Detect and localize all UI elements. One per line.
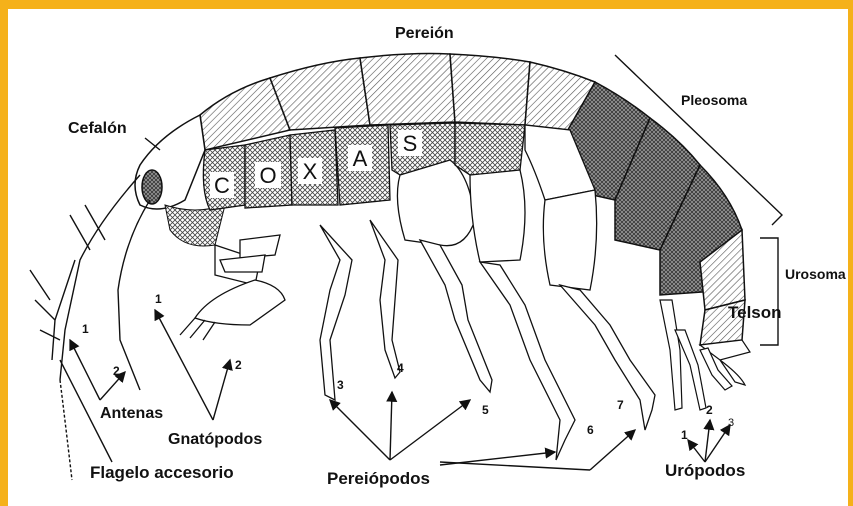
number-pereiopodo-4: 4 (397, 361, 404, 375)
number-pereiopodo-7: 7 (617, 398, 624, 412)
number-pereiopodo-3: 3 (337, 378, 344, 392)
label-urosoma: Urosoma (785, 266, 846, 282)
coxa-letter-c: C (214, 173, 230, 198)
label-antenas: Antenas (100, 405, 163, 422)
pointer-lines (60, 310, 730, 470)
gnathopods (180, 235, 285, 340)
antennae (30, 175, 150, 480)
label-pereiopodos: Pereiópodos (327, 469, 430, 488)
label-telson: Telson (728, 303, 782, 322)
coxa-letter-x: X (303, 159, 318, 184)
number-pereiopodo-5: 5 (482, 403, 489, 417)
label-cefalon: Cefalón (68, 120, 127, 137)
label-pleosoma: Pleosoma (681, 92, 747, 108)
number-pereiopodo-6: 6 (587, 423, 594, 437)
number-antenna-1: 1 (82, 322, 89, 336)
label-flagelo-accesorio: Flagelo accesorio (90, 463, 234, 482)
number-uropodo-3: 3 (728, 417, 734, 429)
number-uropodo-2: 2 (706, 403, 713, 417)
coxa-letter-a: A (353, 146, 368, 171)
number-gnatopodo-1: 1 (155, 292, 162, 306)
label-pereion: Pereión (395, 25, 454, 42)
number-antenna-2: 2 (113, 364, 120, 378)
label-gnatopodos: Gnatópodos (168, 431, 262, 448)
number-uropodo-1: 1 (681, 428, 688, 442)
eye-icon (142, 170, 162, 204)
coxa-letter-o: O (259, 163, 276, 188)
number-gnatopodo-2: 2 (235, 358, 242, 372)
label-uropodos: Urópodos (665, 461, 745, 480)
coxa-letter-s: S (403, 131, 418, 156)
